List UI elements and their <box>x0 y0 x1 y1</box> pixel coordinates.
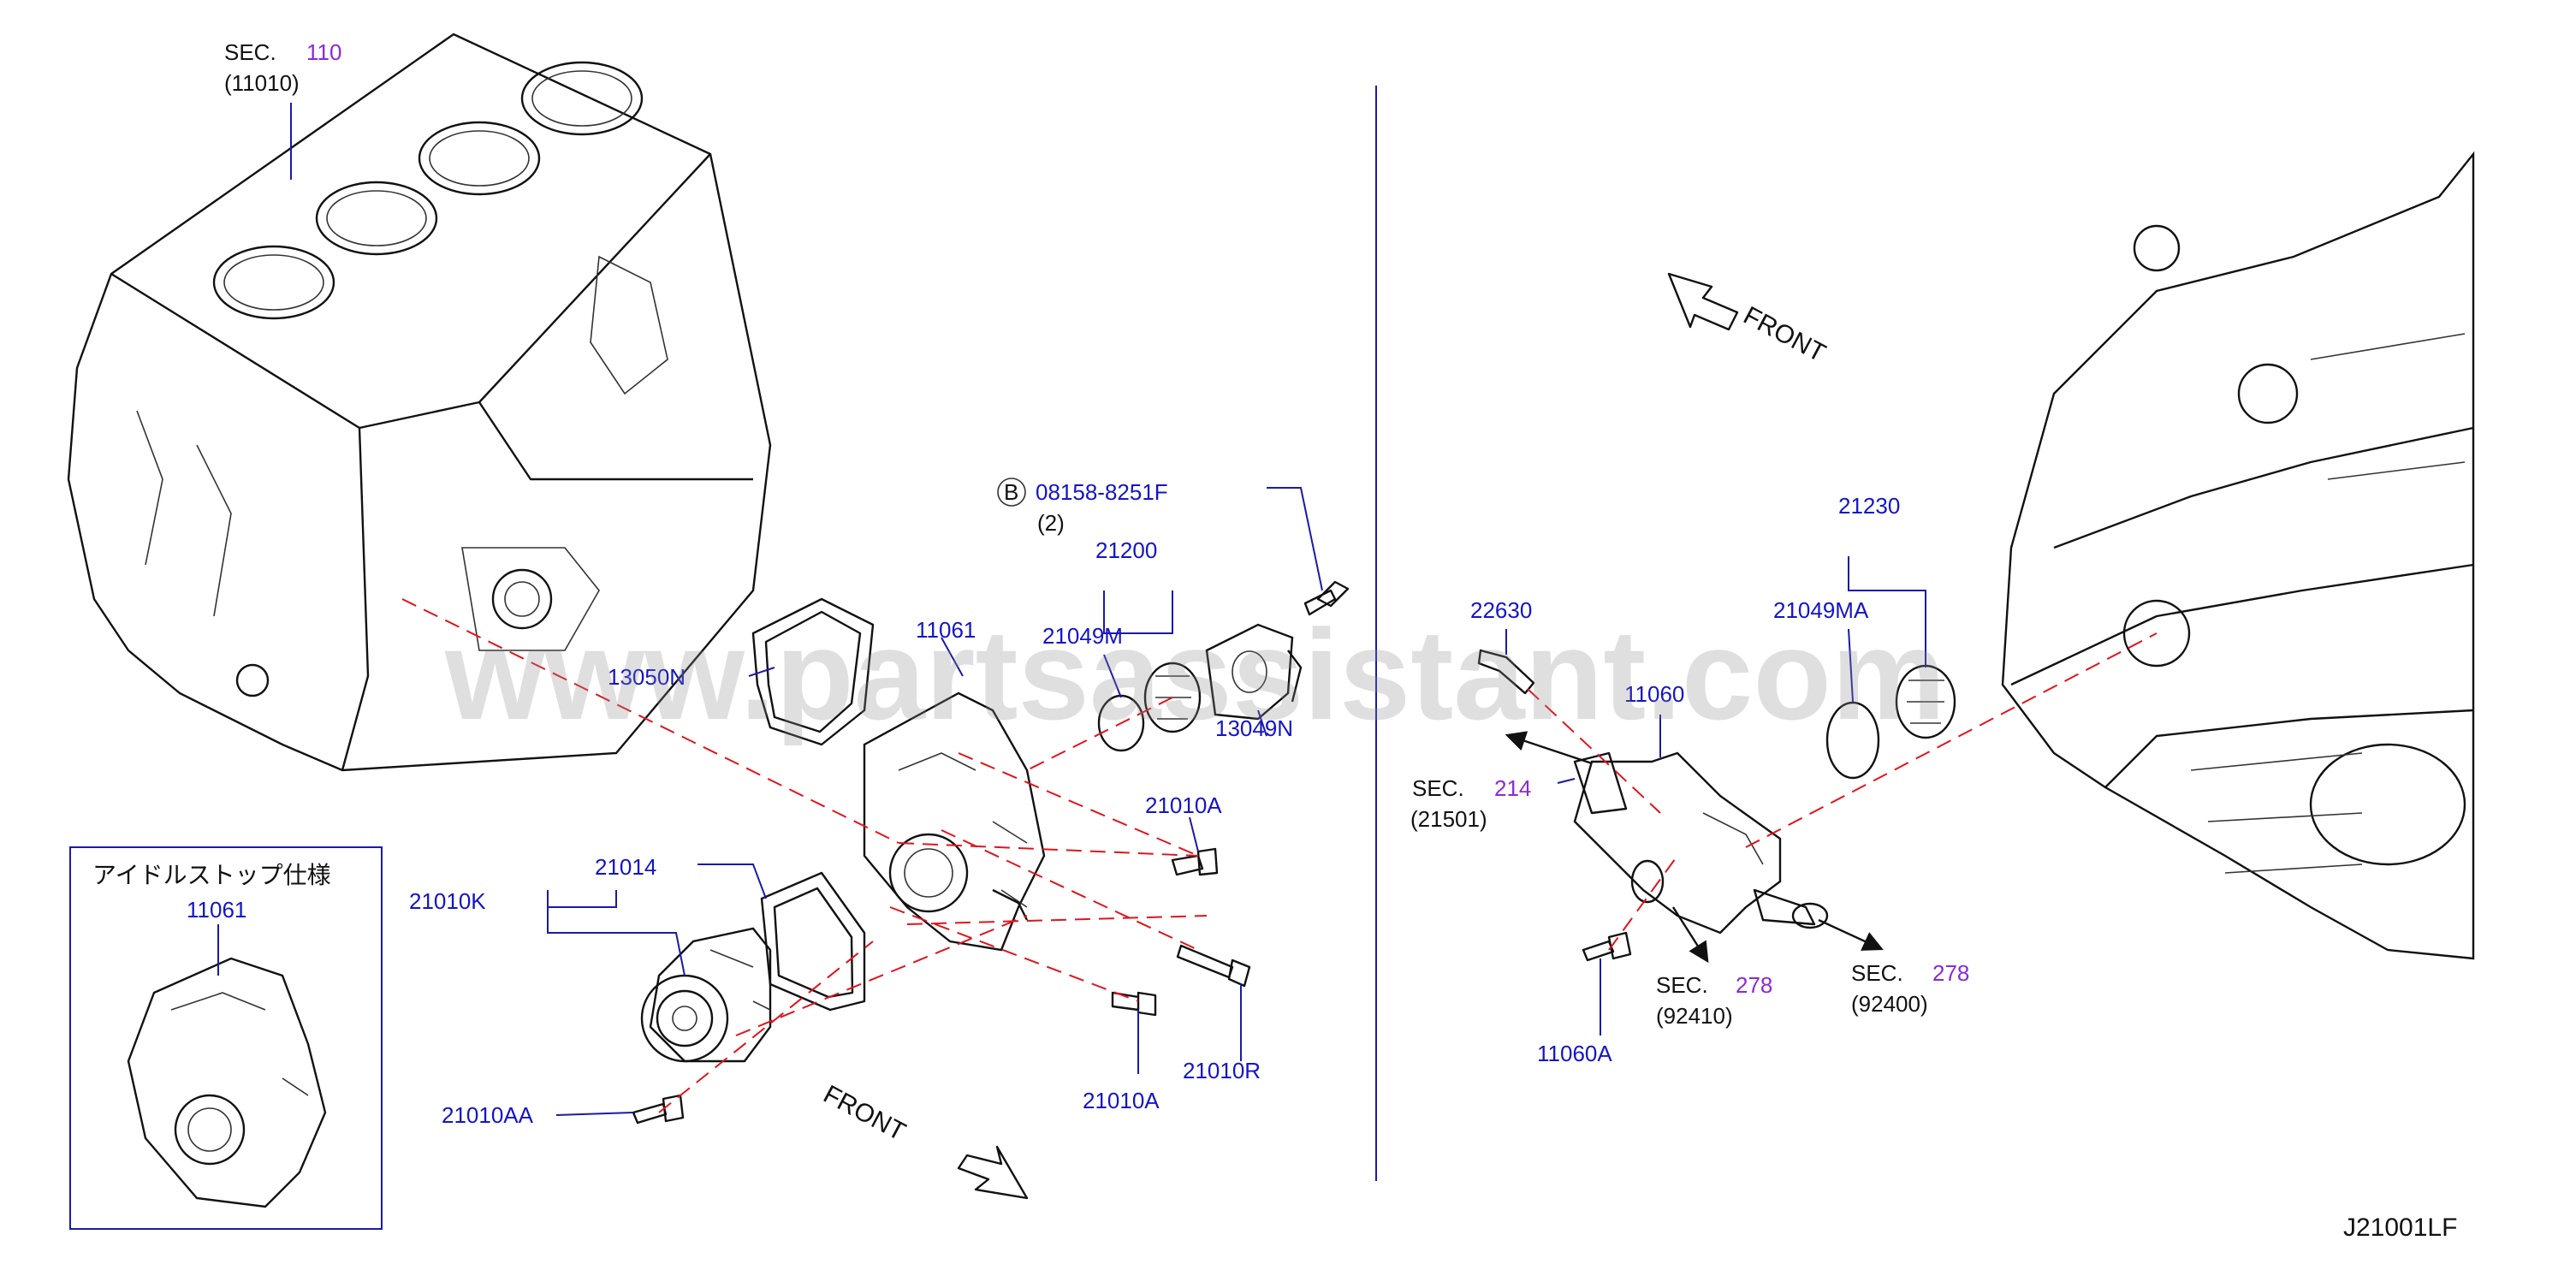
sec-214-prefix: SEC. <box>1412 775 1464 801</box>
temp-sensor-22630[interactable] <box>1477 649 1535 695</box>
sec-278a-prefix: SEC. <box>1656 972 1708 998</box>
pump-gasket-21014[interactable] <box>760 871 866 1012</box>
inset-title: アイドルストップ仕様 <box>92 861 331 889</box>
label-21049M[interactable]: 21049M <box>1042 623 1123 649</box>
label-bolt-qty: (2) <box>1037 510 1065 536</box>
label-11060A[interactable]: 11060A <box>1537 1041 1612 1066</box>
arrow-to-sec214 <box>1505 731 1593 765</box>
sec-278b-link[interactable]: 278 <box>1932 960 1969 986</box>
water-pump-21010K[interactable] <box>640 927 772 1063</box>
label-22630[interactable]: 22630 <box>1470 597 1532 623</box>
sec-278b-prefix: SEC. <box>1851 960 1903 986</box>
water-outlet-11060[interactable] <box>1573 751 1829 935</box>
bolt-21010A-upper[interactable] <box>1171 847 1219 876</box>
arrow-to-sec278-92400 <box>1818 918 1884 951</box>
label-11061-inset[interactable]: 11061 <box>187 897 246 923</box>
label-21200[interactable]: 21200 <box>1095 537 1157 563</box>
thermostat-cover-13049N[interactable] <box>1205 623 1303 721</box>
label-21230[interactable]: 21230 <box>1838 493 1900 519</box>
o-ring-21049MA[interactable] <box>1825 701 1880 780</box>
bolt-21010R[interactable] <box>1176 944 1251 988</box>
label-21014[interactable]: 21014 <box>595 854 656 880</box>
bolt-21010AA[interactable] <box>632 1094 685 1125</box>
label-21010AA[interactable]: 21010AA <box>442 1102 534 1128</box>
bolt-08158-8251F[interactable] <box>1303 580 1350 616</box>
inset-box <box>69 846 383 1230</box>
label-11060[interactable]: 11060 <box>1624 681 1684 707</box>
label-21010R[interactable]: 21010R <box>1183 1058 1261 1083</box>
bolt-11060A[interactable] <box>1582 931 1632 962</box>
label-21010A-upper[interactable]: 21010A <box>1145 792 1222 818</box>
water-pump-housing-11061[interactable] <box>863 691 1046 952</box>
label-21010A-lower[interactable]: 21010A <box>1083 1088 1160 1113</box>
label-11061[interactable]: 11061 <box>916 617 976 643</box>
sec-278a-sub: (92410) <box>1656 1003 1733 1029</box>
sec-278b-sub: (92400) <box>1851 991 1928 1017</box>
label-21049MA[interactable]: 21049MA <box>1773 597 1869 623</box>
badge-b: B <box>1004 479 1018 505</box>
front-label-right: FRONT <box>1739 301 1831 368</box>
sec-214-link[interactable]: 214 <box>1494 775 1531 801</box>
sec-110-prefix: SEC. <box>224 39 276 65</box>
front-arrow-right <box>1667 272 1739 331</box>
sec-110-sub: (11010) <box>224 70 300 96</box>
label-08158-8251F[interactable]: 08158-8251F <box>1036 479 1168 505</box>
watermark: www.partsassistant.com <box>444 602 1945 746</box>
front-label-left: FRONT <box>819 1080 911 1147</box>
water-pump-housing-inset[interactable] <box>127 957 327 1208</box>
sec-278a-link[interactable]: 278 <box>1736 972 1772 998</box>
gasket-13050N[interactable] <box>751 597 875 746</box>
arrow-to-sec278-92410 <box>1671 906 1709 964</box>
label-21010K[interactable]: 21010K <box>409 888 486 914</box>
front-arrow-left <box>957 1145 1029 1200</box>
sec-214-sub: (21501) <box>1410 806 1487 832</box>
diagram-code: J21001LF <box>2343 1214 2457 1242</box>
bolt-21010A-lower[interactable] <box>1111 991 1157 1017</box>
cylinder-block[interactable] <box>67 33 772 772</box>
badge-b-circle <box>997 478 1026 507</box>
engine-head-assembly[interactable] <box>2001 151 2475 960</box>
label-13050N[interactable]: 13050N <box>608 664 686 690</box>
label-13049N[interactable]: 13049N <box>1215 715 1293 741</box>
sec-110-link[interactable]: 110 <box>306 39 341 65</box>
